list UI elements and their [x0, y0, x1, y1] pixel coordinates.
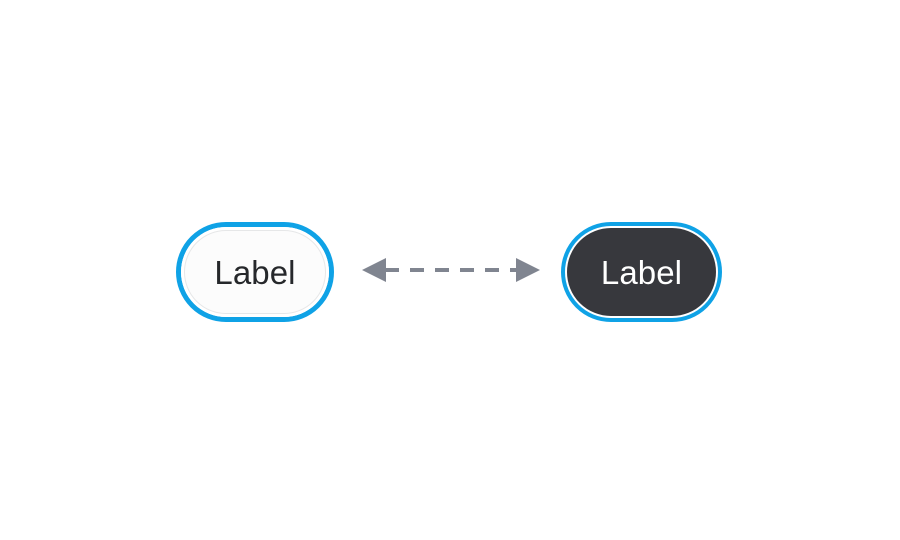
- diagram-node-right[interactable]: Label: [561, 222, 722, 322]
- edge-arrow-icon: [362, 258, 540, 282]
- node-label: Label: [214, 253, 296, 291]
- arrowhead-start-icon: [362, 258, 386, 282]
- arrowhead-end-icon: [516, 258, 540, 282]
- node-label: Label: [600, 253, 683, 291]
- edge-connector[interactable]: [356, 252, 546, 288]
- node-body: [567, 228, 716, 316]
- diagram-node-left[interactable]: Label: [176, 222, 334, 322]
- node-body: [184, 230, 326, 314]
